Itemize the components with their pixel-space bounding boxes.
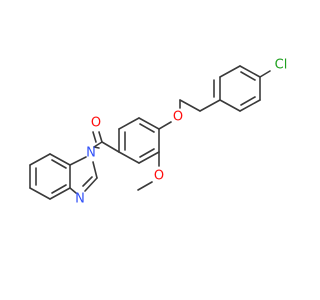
bond [49,153,71,166]
bond [240,96,256,106]
bond [98,131,103,143]
bond [219,99,241,112]
bond [199,99,221,112]
bond [84,177,98,192]
atom-labels: O N N O O Cl [75,58,287,207]
bond [138,151,160,164]
bond [240,71,256,81]
bond [101,141,120,153]
bond [51,184,67,194]
bond-lines [29,65,271,200]
bond [219,65,241,78]
bond [139,123,155,133]
imidazole-n1-label: N [86,146,96,161]
bond [239,65,261,78]
bond [92,131,97,143]
bond [51,159,67,169]
bond [69,156,87,166]
bond [239,99,261,112]
bond [49,187,71,200]
methoxy-oxygen-label: O [154,169,164,184]
bond [29,187,51,200]
bond [29,153,51,166]
bond [118,151,140,164]
bond [93,141,103,148]
bond [92,161,98,179]
ether-oxygen-label: O [173,110,183,125]
bond [118,117,140,130]
bond [138,117,160,130]
bond [179,99,201,112]
bond [69,187,77,194]
bond [158,121,172,130]
carbonyl-oxygen-label: O [91,116,101,131]
bond [139,148,155,158]
bond [137,181,153,191]
bond [259,70,271,78]
molecule-structure-diagram: O N N O O Cl [29,58,287,207]
molecule-structure-canvas: O N N O O Cl [29,58,287,207]
bond [82,176,93,187]
imidazole-n3-label: N [75,192,85,207]
chlorine-label: Cl [275,58,288,73]
